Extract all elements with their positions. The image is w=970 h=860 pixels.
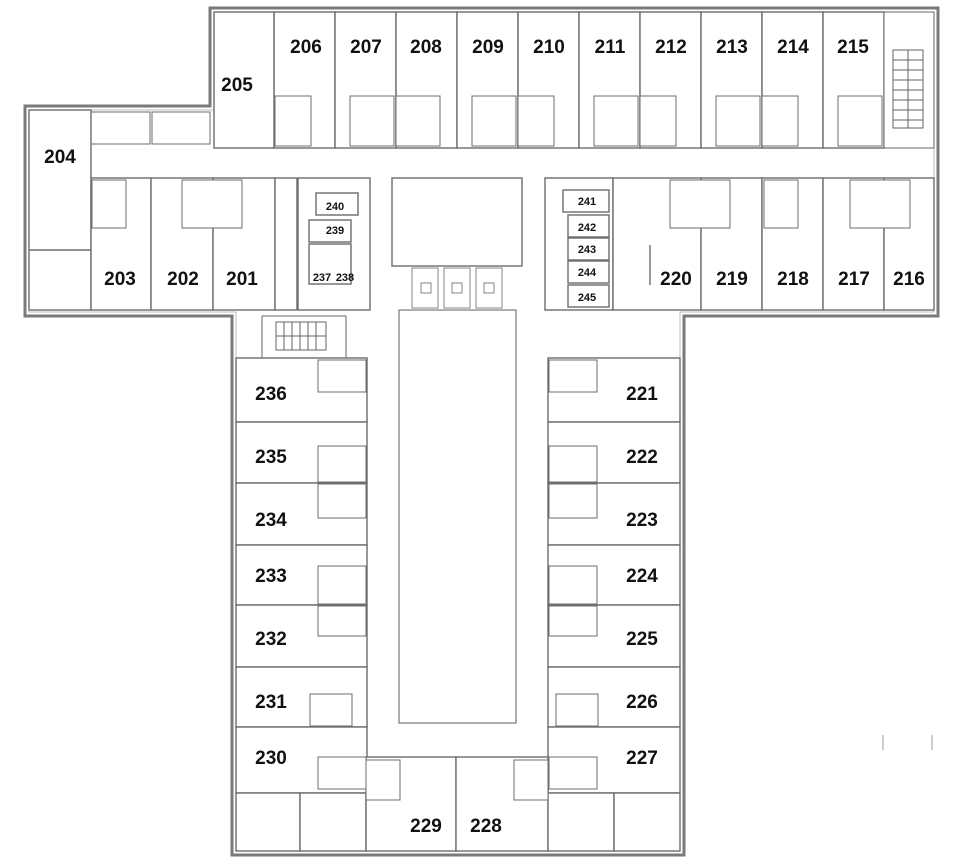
core (297, 177, 614, 311)
room-label-234[interactable]: 234 (255, 510, 287, 531)
room-label-233[interactable]: 233 (255, 566, 287, 587)
room-label-229[interactable]: 229 (410, 816, 442, 837)
room-label-214[interactable]: 214 (777, 37, 809, 58)
room-label-208[interactable]: 208 (410, 37, 442, 58)
room-label-241[interactable]: 241 (578, 196, 596, 208)
room-label-206[interactable]: 206 (290, 37, 322, 58)
west-stair (261, 315, 347, 359)
room-label-212[interactable]: 212 (655, 37, 687, 58)
room-label-223[interactable]: 223 (626, 510, 658, 531)
north-wing (89, 11, 935, 149)
east-wing (612, 177, 935, 311)
room-label-204[interactable]: 204 (44, 147, 76, 168)
room-label-202[interactable]: 202 (167, 269, 199, 290)
room-label-244[interactable]: 244 (578, 267, 597, 279)
room-label-203[interactable]: 203 (104, 269, 136, 290)
room-label-227[interactable]: 227 (626, 748, 658, 769)
room-labels: 206 207 208 209 210 211 212 213 214 215 … (44, 37, 925, 837)
room-label-210[interactable]: 210 (533, 37, 565, 58)
room-label-220[interactable]: 220 (660, 269, 692, 290)
room-label-213[interactable]: 213 (716, 37, 748, 58)
room-label-235[interactable]: 235 (255, 447, 287, 468)
south-wing (235, 309, 681, 852)
room-label-209[interactable]: 209 (472, 37, 504, 58)
room-label-225[interactable]: 225 (626, 629, 658, 650)
room-label-228[interactable]: 228 (470, 816, 502, 837)
room-label-224[interactable]: 224 (626, 566, 658, 587)
room-label-242[interactable]: 242 (578, 222, 596, 234)
room-label-218[interactable]: 218 (777, 269, 809, 290)
room-label-236[interactable]: 236 (255, 384, 287, 405)
room-label-215[interactable]: 215 (837, 37, 869, 58)
room-label-231[interactable]: 231 (255, 692, 287, 713)
room-label-207[interactable]: 207 (350, 37, 382, 58)
room-label-240[interactable]: 240 (326, 201, 344, 213)
room-label-222[interactable]: 222 (626, 447, 658, 468)
room-label-232[interactable]: 232 (255, 629, 287, 650)
room-label-237[interactable]: 237 (313, 272, 331, 284)
edge-marks (882, 735, 933, 750)
west-wing (28, 109, 298, 311)
room-label-201[interactable]: 201 (226, 269, 258, 290)
room-label-245[interactable]: 245 (578, 292, 596, 304)
room-label-219[interactable]: 219 (716, 269, 748, 290)
room-label-226[interactable]: 226 (626, 692, 658, 713)
room-label-230[interactable]: 230 (255, 748, 287, 769)
room-label-238[interactable]: 238 (336, 272, 354, 284)
room-label-216[interactable]: 216 (893, 269, 925, 290)
room-label-221[interactable]: 221 (626, 384, 658, 405)
room-label-243[interactable]: 243 (578, 244, 596, 256)
room-label-239[interactable]: 239 (326, 225, 344, 237)
room-label-217[interactable]: 217 (838, 269, 870, 290)
room-label-205[interactable]: 205 (221, 75, 253, 96)
room-label-211[interactable]: 211 (595, 37, 626, 58)
